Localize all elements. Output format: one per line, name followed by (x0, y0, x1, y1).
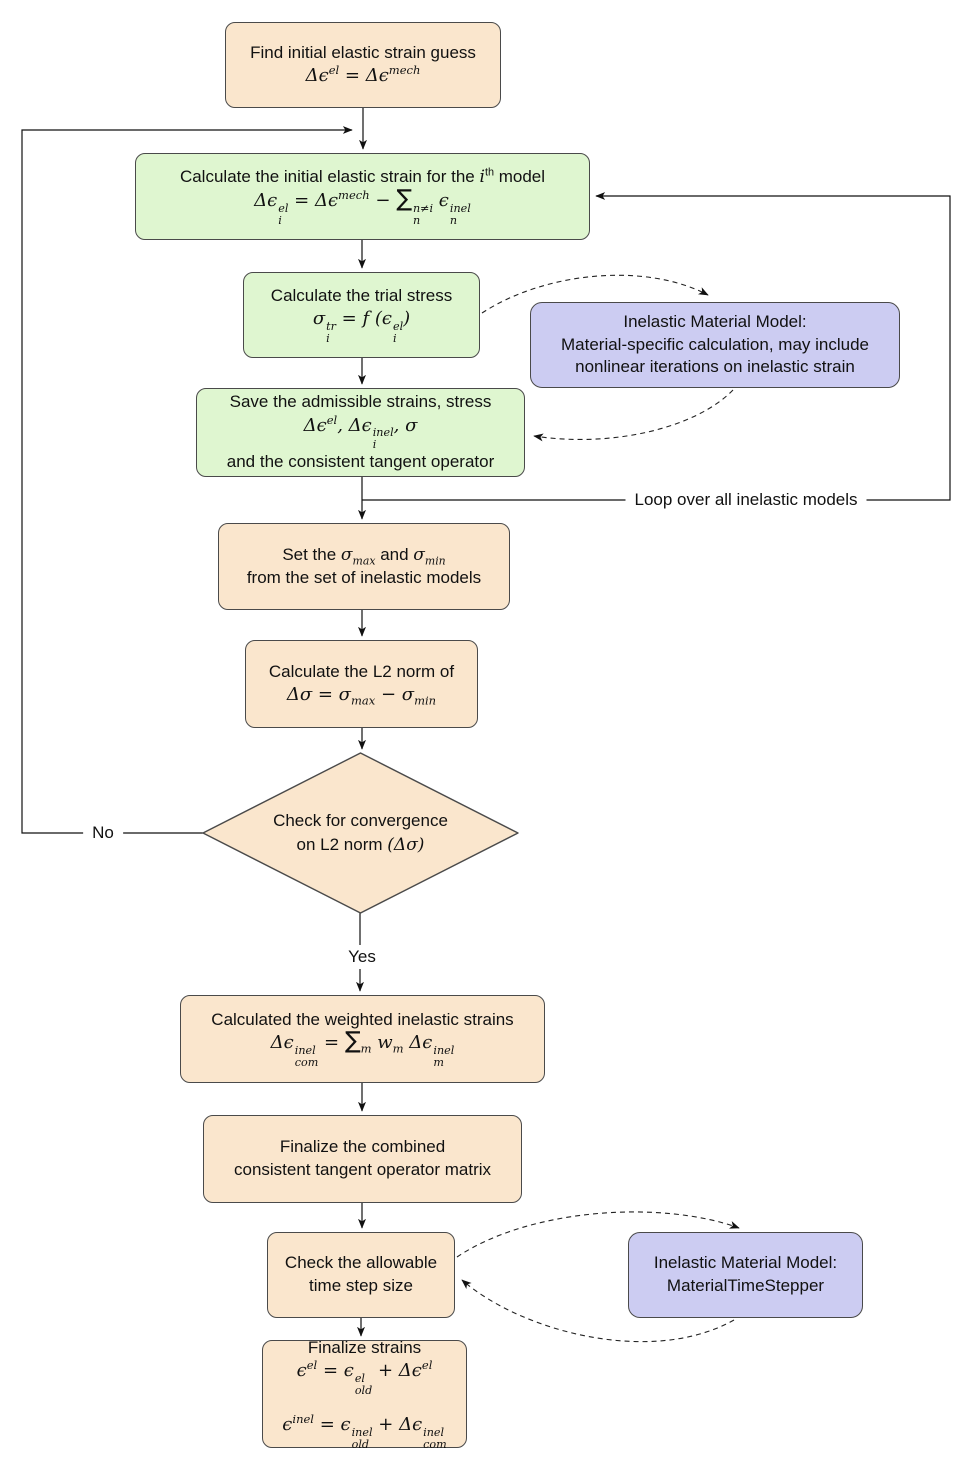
node-find-initial-guess: Find initial elastic strain guess Δϵel =… (225, 22, 501, 108)
connector-dashed-model-to-save (533, 389, 734, 442)
node-calc-weighted-inelastic-strains: Calculated the weighted inelastic strain… (180, 995, 545, 1083)
node-text-line: Inelastic Material Model: (623, 312, 807, 332)
node-text-line: Check for convergence (273, 810, 448, 830)
edge-label-no: No (83, 821, 123, 845)
node-formula: Δσ = σmax − σmin (286, 684, 437, 708)
connector-dashed-model-to-timestep (461, 1279, 735, 1343)
node-text-line: Finalize strains (307, 1337, 422, 1357)
node-material-time-stepper: Inelastic Material Model: MaterialTimeSt… (628, 1232, 863, 1318)
node-check-time-step: Check the allowable time step size (267, 1232, 455, 1318)
node-text-line: Calculate the L2 norm of (268, 661, 455, 681)
node-calc-initial-elastic-strain: Calculate the initial elastic strain for… (135, 153, 590, 240)
node-text-line: on L2 norm (Δσ) (296, 834, 425, 855)
node-finalize-tangent-operator: Finalize the combined consistent tangent… (203, 1115, 522, 1203)
node-text-line: Inelastic Material Model: (653, 1253, 838, 1273)
node-text-line: Calculated the weighted inelastic strain… (211, 1009, 514, 1029)
node-text-line: time step size (309, 1276, 413, 1295)
node-text-line: Check the allowable (284, 1253, 438, 1273)
node-formula: Δϵel = Δϵmech (305, 63, 421, 87)
node-text-line: nonlinear iterations on inelastic strain (575, 357, 855, 377)
node-text-line: Calculate the initial elastic strain for… (179, 166, 546, 188)
decision-diamond-shape (202, 752, 519, 914)
node-text-line: Save the admissible strains, stress (229, 391, 492, 411)
edge-label-yes: Yes (339, 945, 385, 969)
node-check-convergence: Check for convergence on L2 norm (Δσ) (213, 763, 508, 903)
node-inelastic-material-model: Inelastic Material Model: Material-speci… (530, 302, 900, 388)
node-text-line: Find initial elastic strain guess (250, 42, 476, 62)
node-save-admissible-strains: Save the admissible strains, stress Δϵel… (196, 388, 525, 477)
node-set-sigma-max-min: Set the σmax and σmin from the set of in… (218, 523, 510, 610)
connector-dashed-trial-to-model (481, 274, 709, 314)
node-text-line: from the set of inelastic models (246, 567, 482, 587)
node-text-line: Calculate the trial stress (270, 285, 453, 305)
node-text-line: and the consistent tangent operator (226, 452, 495, 472)
node-calc-l2-norm: Calculate the L2 norm of Δσ = σmax − σmi… (245, 640, 478, 728)
node-text-line: MaterialTimeStepper (666, 1276, 825, 1295)
edge-label-loop: Loop over all inelastic models (625, 488, 867, 512)
connector-dashed-timestep-to-model (456, 1211, 740, 1258)
node-text-line: consistent tangent operator matrix (233, 1160, 492, 1179)
node-text-line: Set the σmax and σmin (282, 544, 446, 568)
node-text-line: Material-specific calculation, may inclu… (560, 334, 870, 354)
node-text-line: Finalize the combined (279, 1137, 446, 1157)
